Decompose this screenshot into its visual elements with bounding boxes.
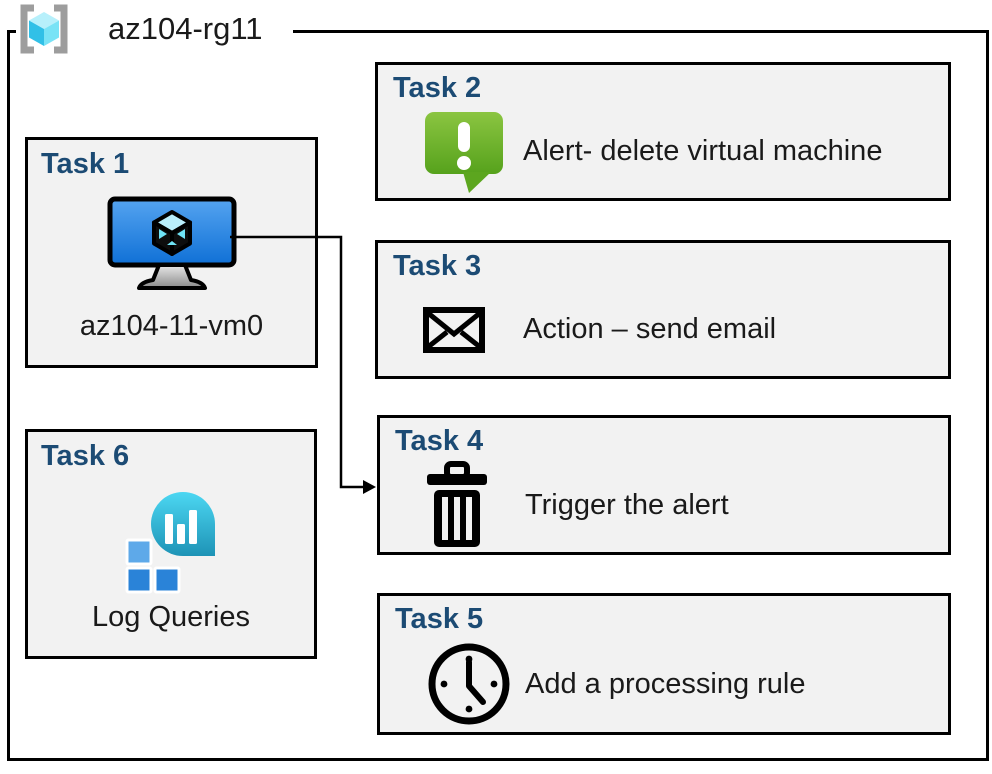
task6-label: Log Queries: [92, 601, 250, 633]
task1-title: Task 1: [41, 148, 130, 180]
virtual-machine-icon: [107, 196, 237, 296]
log-queries-icon: [121, 488, 221, 594]
task3-box: Task 3 Action – send email: [375, 240, 951, 379]
resource-group-header: az104-rg11: [16, 2, 293, 56]
task5-title: Task 5: [395, 603, 484, 635]
task1-label: az104-11-vm0: [79, 310, 264, 342]
task3-title: Task 3: [393, 250, 482, 282]
task6-box: Task 6 Log Queries: [25, 429, 317, 659]
task6-title: Task 6: [41, 440, 130, 472]
task4-label: Trigger the alert: [525, 488, 729, 521]
resource-group-icon: [20, 4, 68, 54]
task5-label: Add a processing rule: [525, 667, 806, 700]
task1-box: Task 1: [25, 137, 318, 368]
task4-title: Task 4: [395, 425, 484, 457]
resource-group-title: az104-rg11: [108, 11, 263, 46]
clock-icon: [425, 640, 525, 728]
task2-box: Task 2 Alert- delete virtual machine: [375, 62, 951, 201]
task5-box: Task 5 Add a processing rule: [377, 593, 951, 735]
trash-icon: [425, 461, 525, 549]
task4-box: Task 4 Trigger the alert: [377, 415, 951, 555]
alert-bubble-icon: [423, 110, 523, 194]
task2-label: Alert- delete virtual machine: [523, 135, 883, 168]
task2-title: Task 2: [393, 72, 482, 104]
task3-label: Action – send email: [523, 313, 777, 346]
email-envelope-icon: [423, 306, 523, 353]
